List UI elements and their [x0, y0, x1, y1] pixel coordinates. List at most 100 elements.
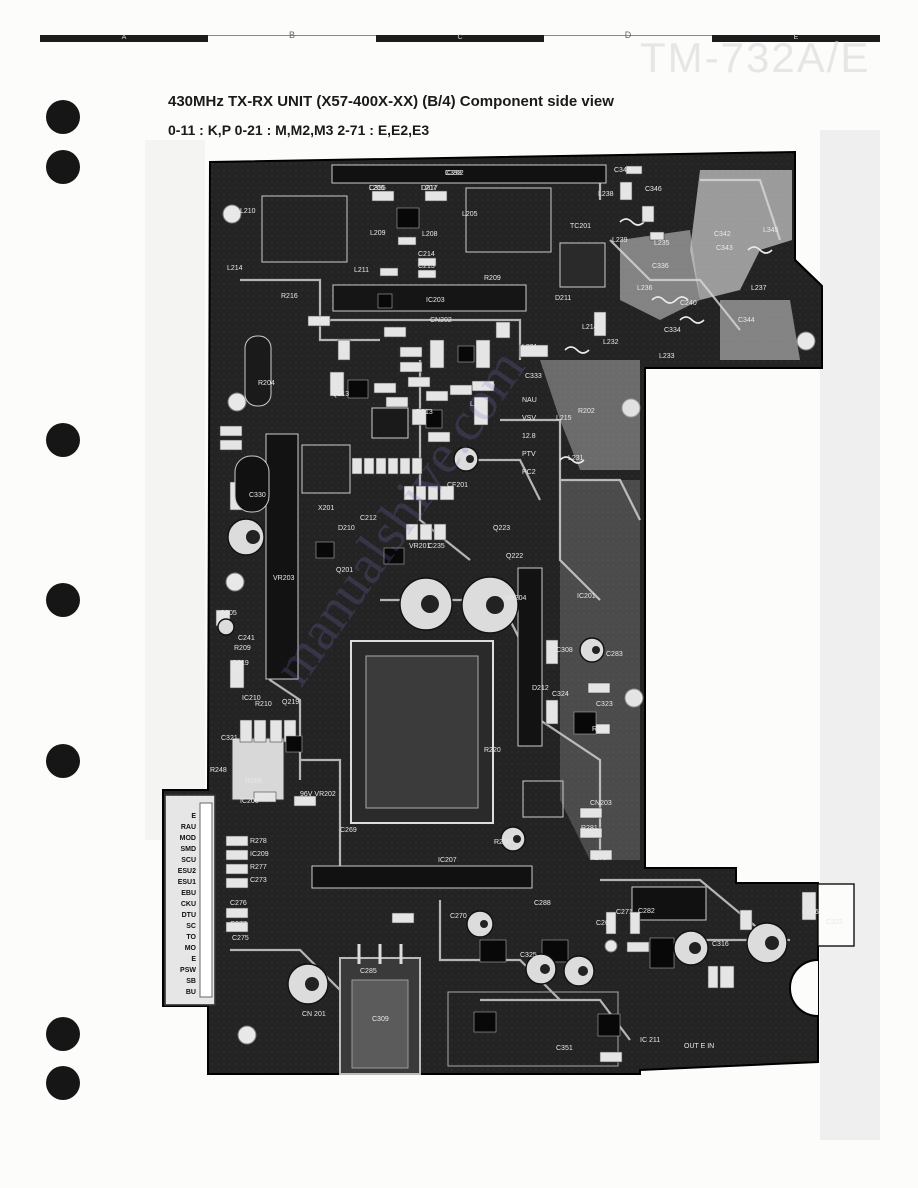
- component-label: CN 201: [302, 1011, 326, 1018]
- connector-pin-label: TO: [186, 934, 196, 941]
- component-label: C305: [220, 610, 237, 617]
- column-ruler: A B C D E: [40, 30, 880, 42]
- component-label: C355: [369, 185, 386, 192]
- component-label: R277: [250, 864, 267, 871]
- connector-pin-label: MO: [185, 945, 197, 952]
- component-label: IC201: [577, 593, 596, 600]
- component-label: R281: [581, 825, 598, 832]
- component-label: L237: [751, 285, 767, 292]
- component-label: IC209: [250, 851, 269, 858]
- regulator-pins: [357, 944, 403, 964]
- component-label: C269: [596, 920, 613, 927]
- component-label: C343: [716, 245, 733, 252]
- component-label: L215: [556, 415, 572, 422]
- rf-coils: [559, 218, 773, 464]
- component-label: Q223: [493, 525, 510, 532]
- model-watermark: TM-732A/E: [640, 34, 871, 81]
- connector-cn203: [164, 794, 216, 1006]
- component-label: Q219: [282, 699, 299, 706]
- component-label: L233: [659, 353, 675, 360]
- component-label: L210: [240, 208, 256, 215]
- cn202-pin-label: PC2: [522, 469, 536, 476]
- background-schematic-ghost: [820, 130, 880, 1140]
- component-label: C275: [232, 935, 249, 942]
- component-label: C325: [520, 952, 537, 959]
- component-label: D210: [338, 525, 355, 532]
- component-label: IC206: [240, 798, 259, 805]
- component-label: Q222: [506, 553, 523, 560]
- component-label: C321: [221, 735, 238, 742]
- component-label: C319: [232, 660, 249, 667]
- connector-pin-label: E: [191, 956, 196, 963]
- background-schematic-ghost: [145, 140, 205, 840]
- component-label: L232: [603, 339, 619, 346]
- component-label: C241: [238, 635, 255, 642]
- connector-cn201: [817, 883, 855, 947]
- component-label: C324: [552, 691, 569, 698]
- component-label: VR203: [273, 575, 295, 582]
- component-label: R210: [255, 701, 272, 708]
- component-label: IC 211: [640, 1037, 660, 1044]
- connector-pin-label: PSW: [180, 967, 196, 974]
- cn202-pin-label: PTV: [522, 451, 536, 458]
- connector-pin-label: SMD: [180, 846, 196, 853]
- component-label: C282: [638, 908, 655, 915]
- component-label: L238: [598, 191, 614, 198]
- component-label: R204: [258, 380, 275, 387]
- component-label: C269: [340, 827, 357, 834]
- connector-pin-label: DTU: [182, 912, 196, 919]
- connector-pin-label: ESU2: [178, 868, 196, 875]
- component-label: 96V VR202: [300, 791, 336, 798]
- component-label: C286: [802, 909, 819, 916]
- component-label: L207: [421, 185, 437, 192]
- component-label: C213: [418, 263, 435, 270]
- component-label: C214: [418, 251, 435, 258]
- component-label: D211: [555, 295, 571, 302]
- binder-hole: [46, 100, 80, 134]
- component-label: C250: [478, 383, 495, 390]
- connector-pin-label: ESU1: [178, 879, 196, 886]
- component-label: CN203: [590, 800, 612, 807]
- component-label: X201: [318, 505, 334, 512]
- component-label: C321: [314, 317, 331, 324]
- connector-pin-label: BU: [186, 989, 196, 996]
- component-label: L208: [422, 231, 438, 238]
- component-label: C212: [360, 515, 377, 522]
- component-label: C240: [680, 300, 697, 307]
- component-label: D212: [532, 685, 549, 692]
- transistors: [285, 207, 675, 1037]
- component-label: L235: [654, 240, 670, 247]
- component-label: C235: [428, 543, 445, 550]
- integrated-circuits: [231, 164, 707, 1075]
- component-label: D213: [416, 409, 433, 416]
- component-label: CN202: [430, 317, 452, 324]
- component-label: C334: [664, 327, 681, 334]
- component-label: L236: [637, 285, 653, 292]
- component-label: C323: [596, 701, 613, 708]
- component-label: C273: [250, 877, 267, 884]
- component-label: L209: [370, 230, 386, 237]
- component-label: R278: [250, 838, 267, 845]
- component-label: L216: [470, 401, 486, 408]
- component-label: L206: [369, 185, 385, 192]
- component-label: C285: [360, 968, 377, 975]
- component-label: IC203: [426, 297, 445, 304]
- connector-pin-label: MOD: [180, 835, 196, 842]
- component-label: C342: [714, 231, 731, 238]
- connector-pin-label: SCU: [181, 857, 196, 864]
- component-label: R280: [494, 839, 511, 846]
- cn202-pin-label: NAU: [522, 397, 537, 404]
- component-label: L345: [763, 227, 779, 234]
- connector-pin-label: SC: [186, 923, 196, 930]
- component-label: C322: [826, 919, 843, 926]
- component-label: C316: [712, 941, 729, 948]
- smd-components: [215, 165, 817, 1063]
- component-label: D217: [421, 185, 438, 192]
- ruler-segment-b: B: [208, 30, 376, 42]
- ruler-segment-c: C: [376, 34, 544, 42]
- page-subtitle: 0-11 : K,P 0-21 : M,M2,M3 2-71 : E,E2,E3: [168, 122, 430, 138]
- component-label: IC202: [445, 170, 464, 177]
- page-title: 430MHz TX-RX UNIT (X57-400X-XX) (B/4) Co…: [168, 93, 614, 110]
- component-label: VR204: [505, 595, 527, 602]
